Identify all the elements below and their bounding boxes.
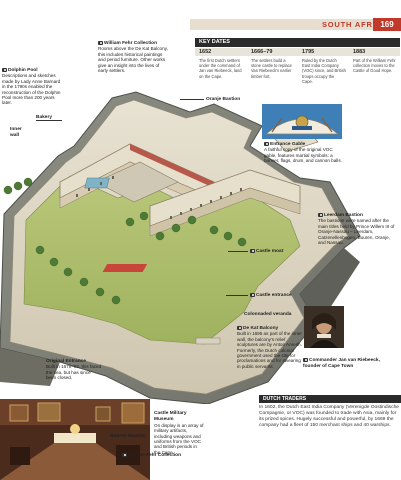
callout-title: Castle moat — [256, 249, 284, 254]
key-date-year: 1883 — [353, 49, 366, 55]
entrance-gable-inset — [262, 104, 342, 139]
callout-entrance-gable: Entrance Gable A faithful copy of the or… — [264, 141, 344, 164]
callout-title: Buuren Bastion — [110, 434, 146, 439]
camera-icon — [264, 141, 269, 146]
callout-title: Dolphin Pool — [8, 68, 38, 73]
callout-title: De Kat Balcony — [243, 326, 279, 331]
callout-william-fehr-bottom: William Fehr Collection — [122, 452, 181, 458]
callout-title: Leerdam Bastion — [324, 213, 363, 218]
callout-dolphin-pool: Dolphin Pool Descriptions and sketches m… — [2, 67, 64, 106]
callout-title: Castle Military Museum — [154, 411, 187, 423]
key-dates-years-row: 1652 1666–79 1795 1883 — [195, 48, 400, 56]
camera-icon — [122, 452, 127, 457]
callout-leerdam-bastion: Leerdam Bastion The bastions were named … — [318, 212, 398, 245]
callout-title: William Fehr Collection — [128, 453, 181, 458]
camera-icon — [237, 325, 242, 330]
callout-title: William Fehr Collection — [104, 41, 157, 46]
callout-oranje-bastion: Oranje Bastion — [206, 96, 240, 102]
callout-castle-moat: Castle moat — [250, 248, 283, 254]
callout-original-entrance: Original Entrance Built in 1679–82, this… — [46, 358, 102, 381]
callout-text: Rooms above the De Kat Balcony, this inc… — [98, 46, 168, 74]
callout-title: Entrance Gable — [270, 142, 306, 147]
section-title: SOUTH AFRICA — [322, 20, 388, 29]
callout-title: Bakery — [36, 115, 53, 120]
camera-icon — [303, 357, 308, 362]
callout-text: A faithful copy of the original VOC gabl… — [264, 147, 342, 164]
callout-title: Original Entrance — [46, 359, 86, 364]
callout-title: Inner wall — [10, 127, 22, 139]
camera-icon — [318, 212, 323, 217]
callout-text: Built in 1679–82, this faced the sea, bu… — [46, 364, 102, 381]
key-date-year: 1666–79 — [251, 49, 273, 55]
callout-title: Commander Jan van Riebeeck, founder of C… — [303, 358, 380, 370]
callout-castle-entrance: Castle entrance — [250, 292, 292, 298]
callout-title: Oranje Bastion — [206, 97, 241, 102]
dutch-traders-title: DUTCH TRADERS — [259, 395, 401, 403]
camera-icon — [250, 292, 255, 297]
camera-icon — [2, 67, 7, 72]
castle-illustration — [0, 91, 361, 404]
callout-military-museum: Castle Military Museum On display is an … — [154, 410, 204, 455]
key-date-text: Ruled by the Dutch East India Company (V… — [302, 58, 346, 84]
key-dates-title: KEY DATES — [195, 38, 400, 47]
callout-de-kat-balcony: De Kat Balcony Built in 1695 as part of … — [237, 325, 303, 369]
key-dates-box: KEY DATES 1652 1666–79 1795 1883 The fir… — [195, 38, 400, 94]
callout-text: On display is an array of military artif… — [154, 422, 204, 455]
callout-title: Colonnaded veranda — [244, 312, 292, 317]
van-riebeeck-portrait — [304, 306, 344, 348]
callout-colonnaded-veranda: Colonnaded veranda — [244, 311, 291, 317]
key-date-year: 1652 — [199, 49, 212, 55]
dutch-traders-text: In 1602, the Dutch East India Company (V… — [259, 405, 400, 429]
callout-inner-wall: Inner wall — [10, 126, 30, 139]
callout-title: Castle entrance — [256, 293, 292, 298]
header-bar — [190, 19, 401, 30]
camera-icon — [98, 40, 103, 45]
key-date-text: The first Dutch settlers under the comma… — [199, 58, 242, 79]
camera-icon — [250, 248, 255, 253]
callout-bakery: Bakery — [36, 114, 52, 120]
page-header: SOUTH AFRICA 169 — [0, 0, 401, 31]
callout-text: The bastions were named after the main t… — [318, 218, 395, 246]
callout-text: Descriptions and sketches made by Lady A… — [2, 73, 61, 106]
callout-van-riebeeck: Commander Jan van Riebeeck, founder of C… — [303, 357, 399, 370]
page-number: 169 — [373, 18, 401, 31]
callout-buuren-bastion: Buuren Bastion — [110, 433, 146, 439]
key-date-year: 1795 — [302, 49, 315, 55]
callout-text: Built in 1695 as part of the inner wall,… — [237, 331, 302, 369]
key-date-text: Part of the William Fehr collection move… — [353, 58, 396, 74]
callout-william-fehr: William Fehr Collection Rooms above the … — [98, 40, 168, 73]
key-date-text: The settlers build a stone castle to rep… — [251, 58, 292, 79]
interior-photo — [0, 399, 150, 480]
